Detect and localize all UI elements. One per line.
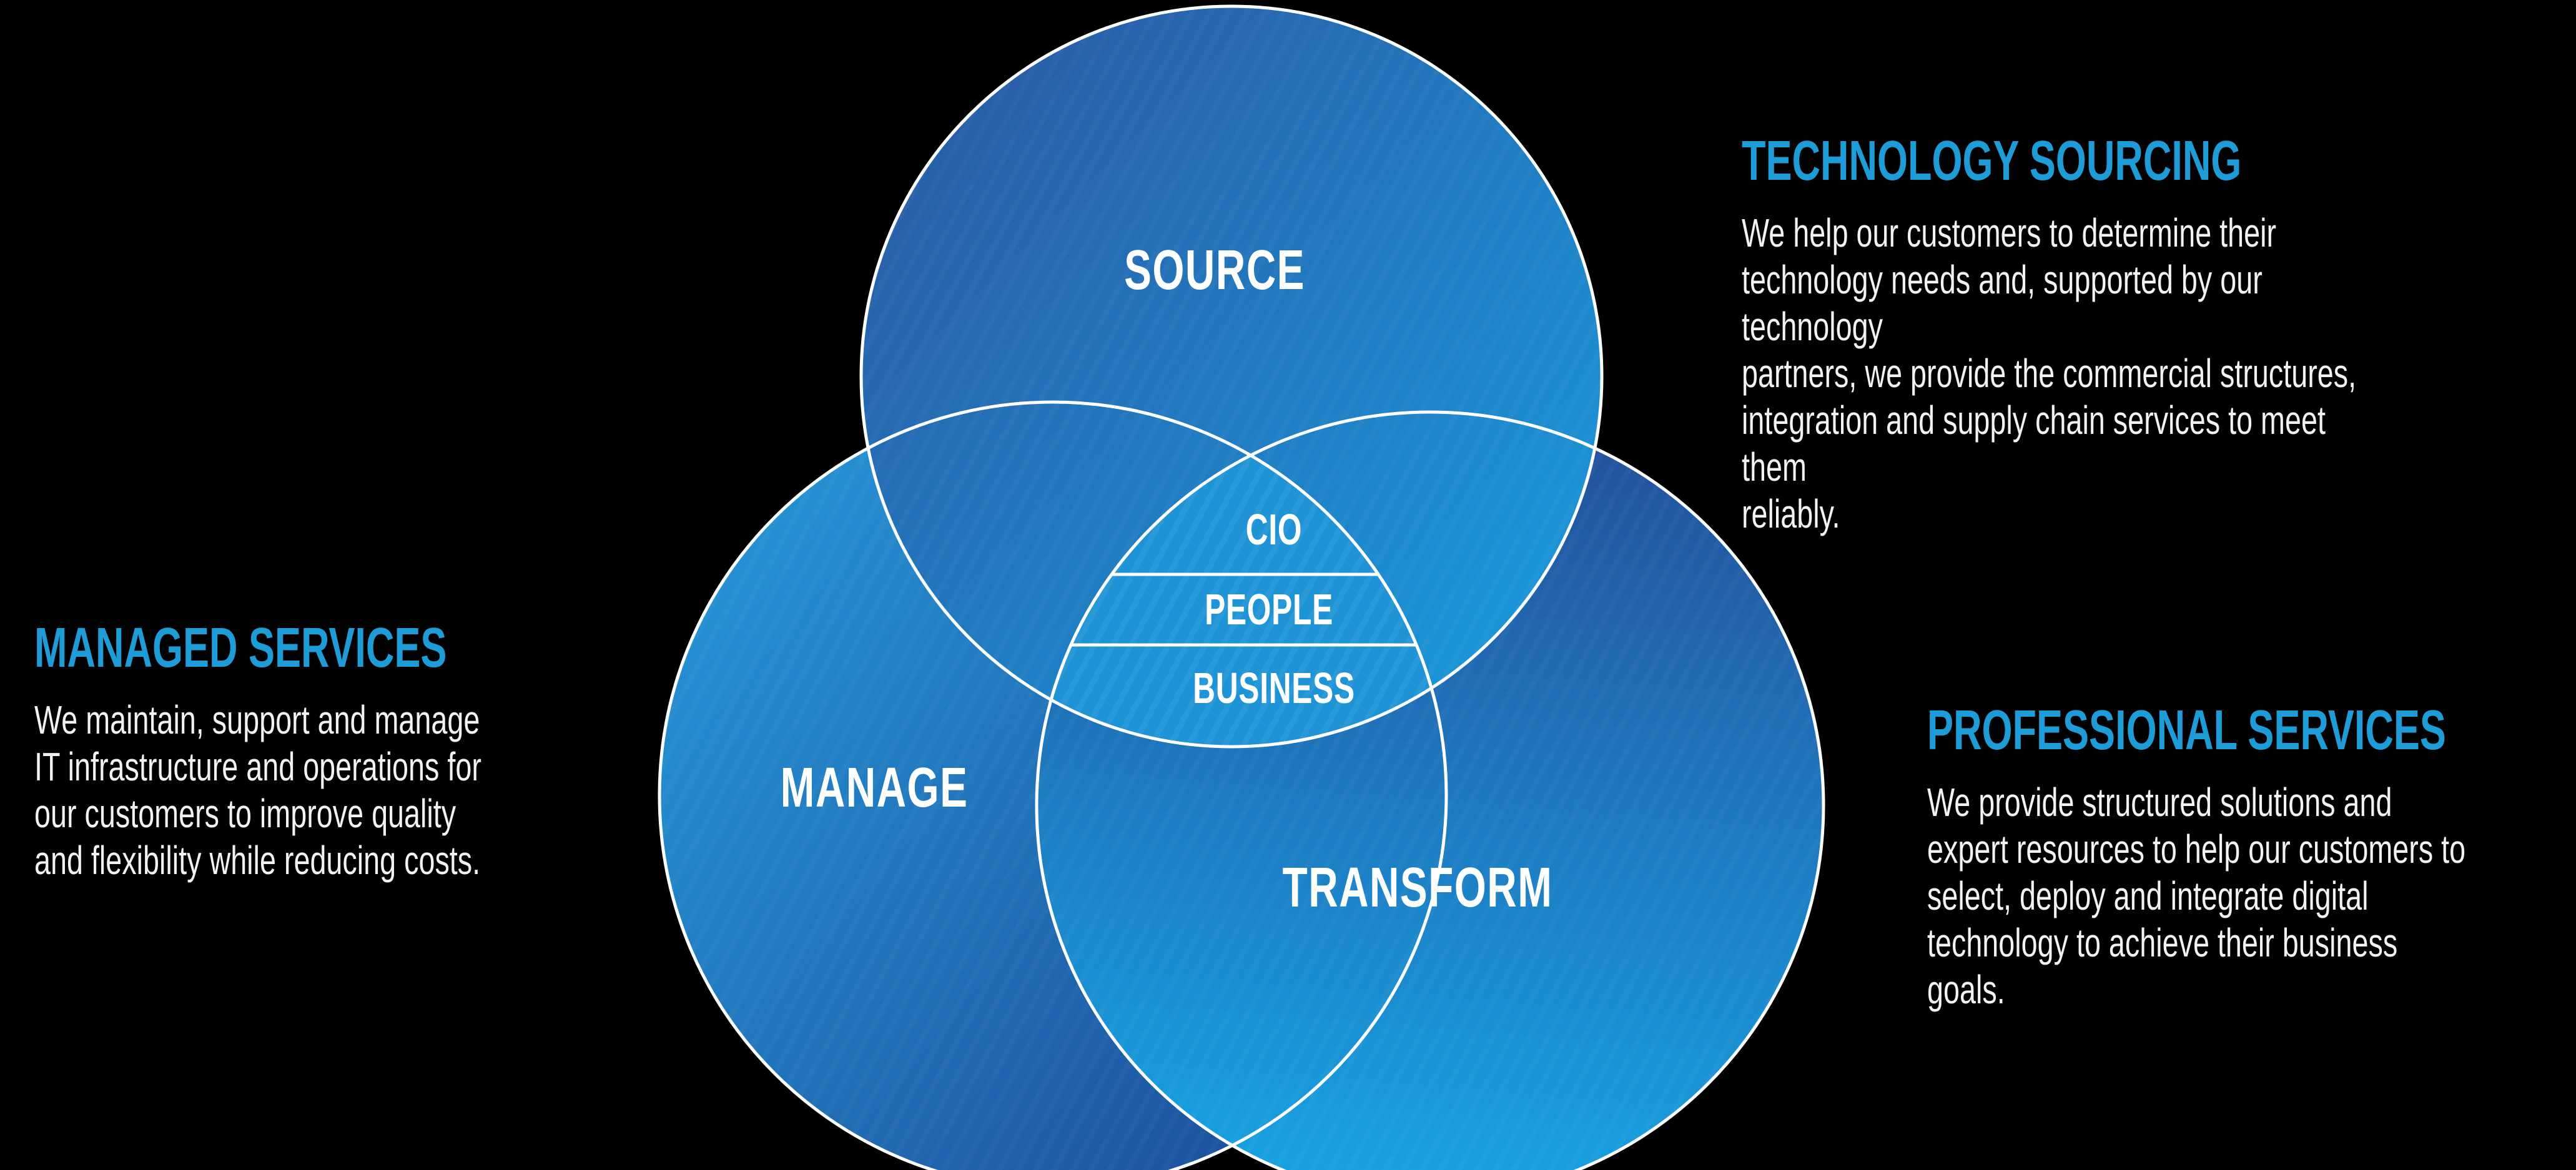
transform-label: TRANSFORM (1283, 856, 1553, 919)
people-band-label: PEOPLE (1205, 585, 1333, 634)
manage-label: MANAGE (781, 756, 969, 819)
managed-services-body: We maintain, support and manage IT infra… (34, 697, 481, 883)
venn-labels: SOURCE MANAGE TRANSFORM CIO PEOPLE BUSIN… (781, 238, 1553, 919)
transform-circle-outline (1035, 410, 1825, 1170)
cio-band-label: CIO (1246, 505, 1302, 554)
venn-circle-outlines (658, 4, 1825, 1170)
managed-services-heading: MANAGED SERVICES (34, 617, 447, 679)
professional-services-heading: PROFESSIONAL SERVICES (1927, 699, 2446, 762)
professional-services-block: PROFESSIONAL SERVICES We provide structu… (1927, 701, 2576, 1013)
managed-services-block: MANAGED SERVICES We maintain, support an… (34, 618, 909, 884)
technology-sourcing-block: TECHNOLOGY SOURCING We help our customer… (1742, 131, 2576, 538)
technology-sourcing-body: We help our customers to determine their… (1742, 210, 2357, 536)
source-circle-outline (859, 4, 1604, 749)
technology-sourcing-heading: TECHNOLOGY SOURCING (1742, 130, 2242, 192)
source-circle-texture (861, 6, 1602, 747)
manage-circle-outline (658, 400, 1448, 1170)
source-label: SOURCE (1124, 238, 1305, 302)
professional-services-body: We provide structured solutions and expe… (1927, 780, 2466, 1012)
business-band-label: BUSINESS (1193, 664, 1355, 712)
